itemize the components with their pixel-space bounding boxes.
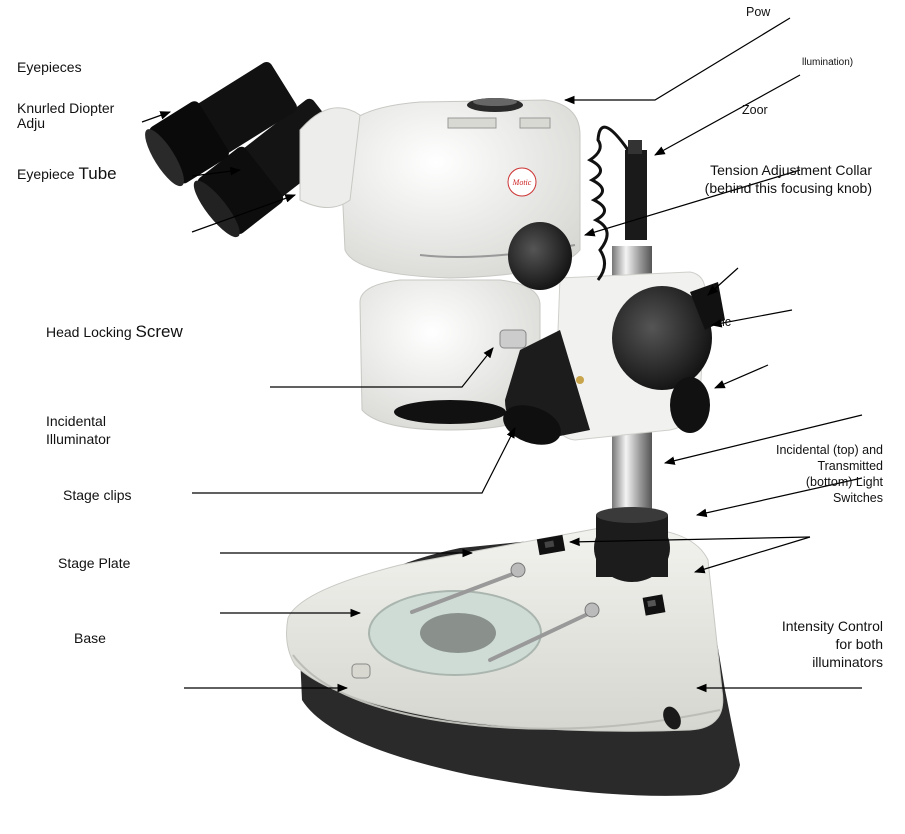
zoom-body [359,279,541,431]
label-incidental-line2: Illuminator [46,431,111,447]
leader-switch-top [568,536,811,547]
label-lc: lc [722,315,732,329]
label-intensity-line1: Intensity Control [781,618,883,634]
label-switches-line4: Switches [832,491,883,505]
leader-tension [583,169,801,237]
label-intensity-line2: for both [835,636,883,652]
label-diopter: Knurled Diopter Adju [17,101,114,131]
base-screw [351,663,371,679]
label-switches-line3: (bottom) Light [805,475,883,489]
label-base: Base [74,630,106,646]
leader-head-locking [270,347,494,388]
label-intensity-line3: illuminators [812,654,883,670]
leader-pillar [663,414,863,465]
label-stage-plate: Stage Plate [58,555,131,571]
leader-diopter [141,111,172,123]
eyepieces [145,61,361,238]
label-switches-line2: Transmitted [817,459,883,473]
label-stage-clips: Stage clips [63,487,132,503]
focusing-knob [612,282,725,433]
label-head-locking: Head Locking Screw [46,323,183,341]
label-tension: Tension Adjustment Collar (behind this f… [705,161,872,197]
label-diopter-line1: Knurled Diopter [17,100,115,116]
leader-eyepiece-tube [191,194,297,233]
label-tension-line2: (behind this focusing knob) [704,180,872,196]
leader-lines [141,17,863,693]
label-eyepiece-tube-b: Tube [78,164,117,183]
label-incidental: Incidental Illuminator [46,412,111,448]
label-eyepiece-tube-a: Eyepiece [17,166,75,182]
leader-knob2 [714,364,769,389]
label-diopter-line2: Adju [17,115,46,131]
leader-eyepiece [191,166,242,177]
label-power: Pow [746,5,771,19]
leader-illumination [654,74,801,156]
stage-clips [410,562,600,662]
leader-power [563,17,791,105]
label-head-locking-a: Head Locking [46,324,132,340]
label-zoom: Zoor [742,103,768,117]
intensity-control-knob [663,706,681,730]
label-intensity: Intensity Control for both illuminators [782,617,883,671]
leader-knob1 [707,267,739,296]
label-switches-line1: Incidental (top) and [775,443,883,457]
label-head-locking-b: Screw [135,322,183,341]
leader-lc [710,309,793,328]
zoom-knob [508,222,572,290]
leader-switches [695,477,863,518]
label-switches: Incidental (top) and Transmitted (bottom… [776,442,883,506]
incidental-illuminator [503,330,590,445]
leader-switch-bottom [693,536,811,574]
stage-plate [368,590,542,676]
label-eyepieces: Eyepieces [17,59,82,75]
label-illumination: llumination) [802,57,854,68]
brand-logo: Motic [512,178,532,187]
label-incidental-line1: Incidental [46,413,106,429]
leader-incidental [192,427,516,494]
label-eyepiece-tube: Eyepiece Tube [17,165,117,183]
label-tension-line1: Tension Adjustment Collar [710,162,872,178]
